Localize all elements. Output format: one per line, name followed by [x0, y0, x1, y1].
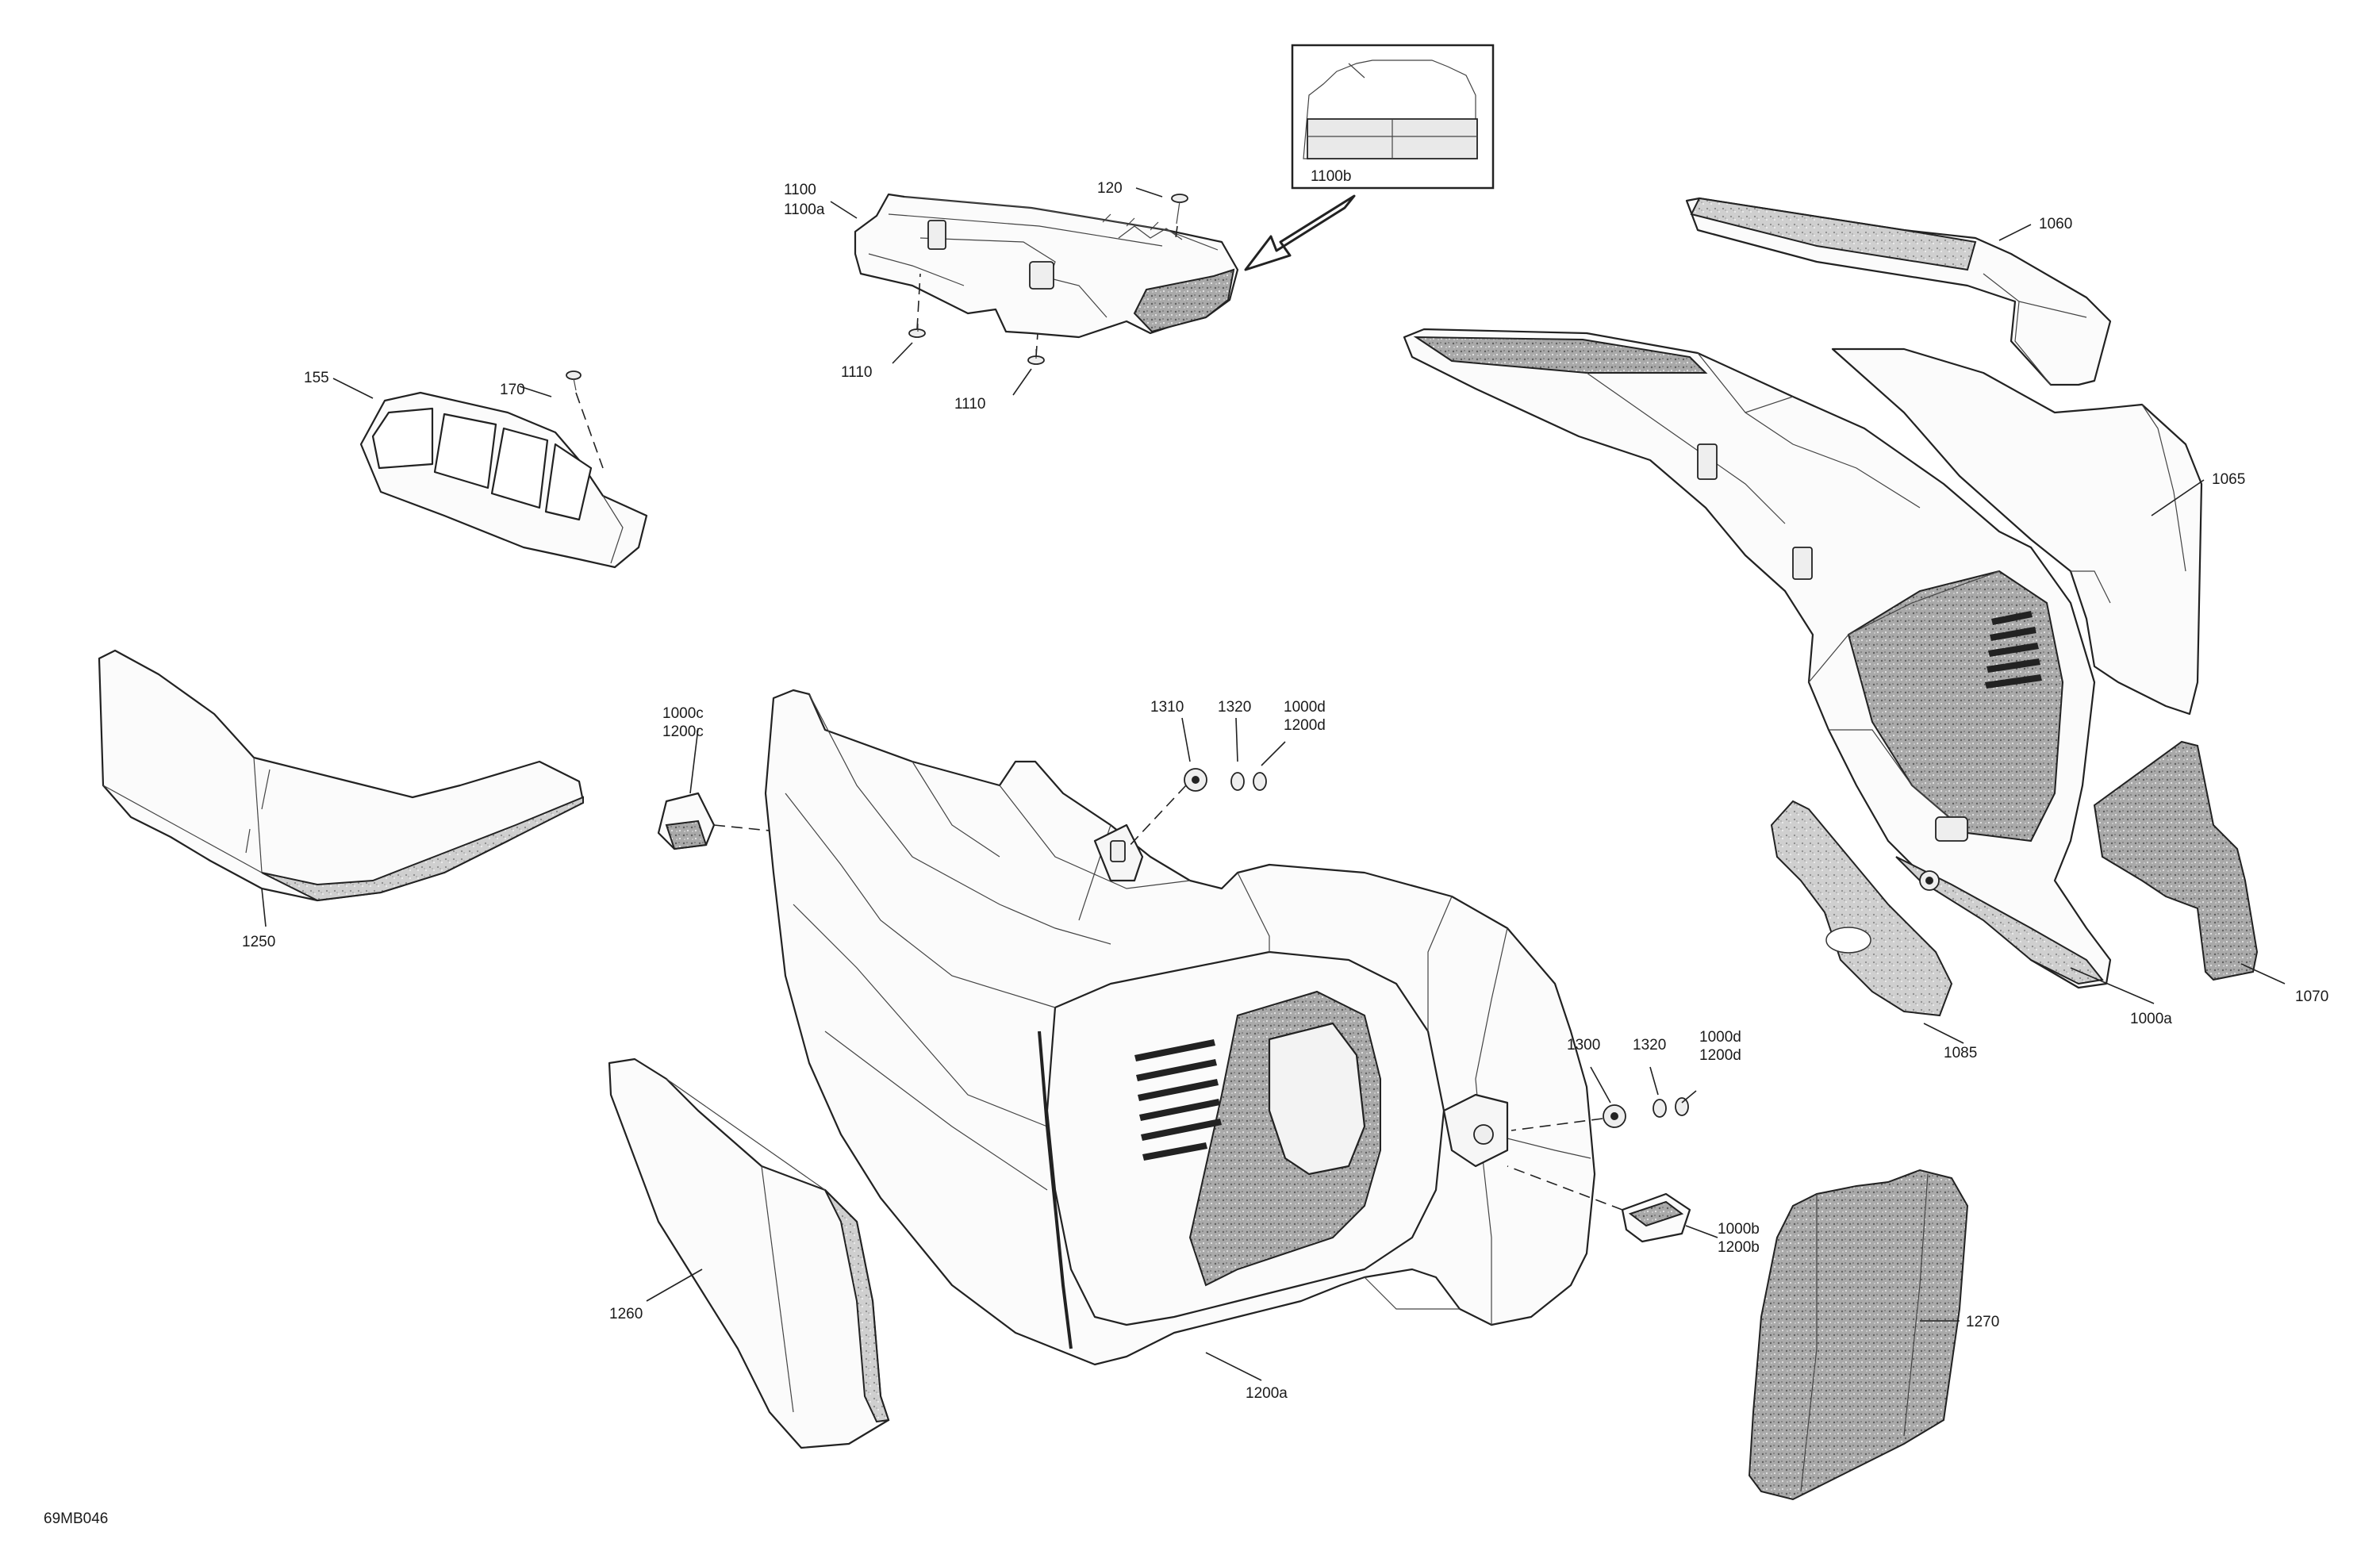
- washer-1320-b: [1653, 1099, 1667, 1118]
- callout-1100a: 1100a: [784, 202, 825, 218]
- callout-170: 170: [500, 382, 525, 398]
- callout-1060: 1060: [2039, 216, 2072, 232]
- fastener-1300: [1603, 1104, 1626, 1128]
- callout-1300: 1300: [1567, 1037, 1600, 1054]
- callout-1320-b: 1320: [1633, 1037, 1666, 1054]
- callout-1100b: 1100b: [1311, 168, 1351, 185]
- callout-1200a: 1200a: [1246, 1385, 1288, 1402]
- fastener-120: [1171, 194, 1188, 225]
- callout-1250: 1250: [242, 934, 275, 950]
- part-1065-panel: [1831, 347, 2203, 716]
- callout-1320-a: 1320: [1218, 699, 1251, 716]
- callout-1065: 1065: [2212, 471, 2245, 488]
- callout-1000b: 1000b: [1718, 1221, 1760, 1238]
- direction-arrow: [1244, 194, 1356, 271]
- callout-1260: 1260: [609, 1306, 643, 1322]
- part-1250-trim: [98, 649, 585, 902]
- callout-1085: 1085: [1944, 1045, 1977, 1061]
- callout-1270: 1270: [1966, 1314, 1999, 1330]
- part-1000a-side-panel: [1403, 328, 2112, 989]
- detail-inset-1100b: [1291, 44, 1495, 190]
- part-1260-panel: [608, 1057, 890, 1449]
- callout-1310: 1310: [1150, 699, 1184, 716]
- part-1085-foam: [1770, 800, 1953, 1017]
- washer-1000d-1200d-b: [1675, 1097, 1689, 1116]
- part-1070-foam: [2093, 740, 2259, 981]
- fastener-1000a-nut: [1919, 870, 1940, 891]
- part-155-vent-housing: [359, 370, 648, 569]
- callout-155: 155: [304, 370, 329, 386]
- callout-1070: 1070: [2295, 988, 2328, 1005]
- callout-1000c: 1000c: [662, 705, 704, 722]
- part-1000a-vent-slots: [1985, 611, 2042, 689]
- part-1000c-1200c-switch: [657, 792, 716, 850]
- callout-labels: 1100 1100a 120 1100b 1110 1110 155 170 1…: [44, 168, 2328, 1527]
- part-1270-foam: [1748, 1169, 1969, 1501]
- part-1100-upper-console: [854, 193, 1239, 339]
- part-1060-trim: [1685, 197, 2112, 386]
- washer-1320-a: [1230, 772, 1245, 791]
- part-1200a-vent-slots: [1134, 1039, 1222, 1161]
- callout-1200c: 1200c: [662, 724, 704, 740]
- callout-120: 120: [1097, 180, 1123, 197]
- callout-1000d-b: 1000d: [1699, 1029, 1741, 1046]
- fastener-1310: [1184, 768, 1207, 792]
- leader-lines: [261, 187, 2286, 1381]
- callout-1200b: 1200b: [1718, 1239, 1760, 1256]
- callout-1000a: 1000a: [2130, 1011, 2172, 1027]
- callout-1100: 1100: [784, 182, 816, 198]
- callout-1110-a: 1110: [841, 364, 872, 381]
- part-1000b-1200b-switch: [1621, 1192, 1691, 1243]
- diagram-code: 69MB046: [44, 1510, 108, 1527]
- callout-1110-b: 1110: [954, 396, 985, 413]
- washer-1000d-1200d-a: [1253, 772, 1267, 791]
- callout-1200d-b: 1200d: [1699, 1047, 1741, 1064]
- callout-1200d-a: 1200d: [1284, 717, 1326, 734]
- callout-1000d-a: 1000d: [1284, 699, 1326, 716]
- part-1200a-main-body: [764, 689, 1596, 1366]
